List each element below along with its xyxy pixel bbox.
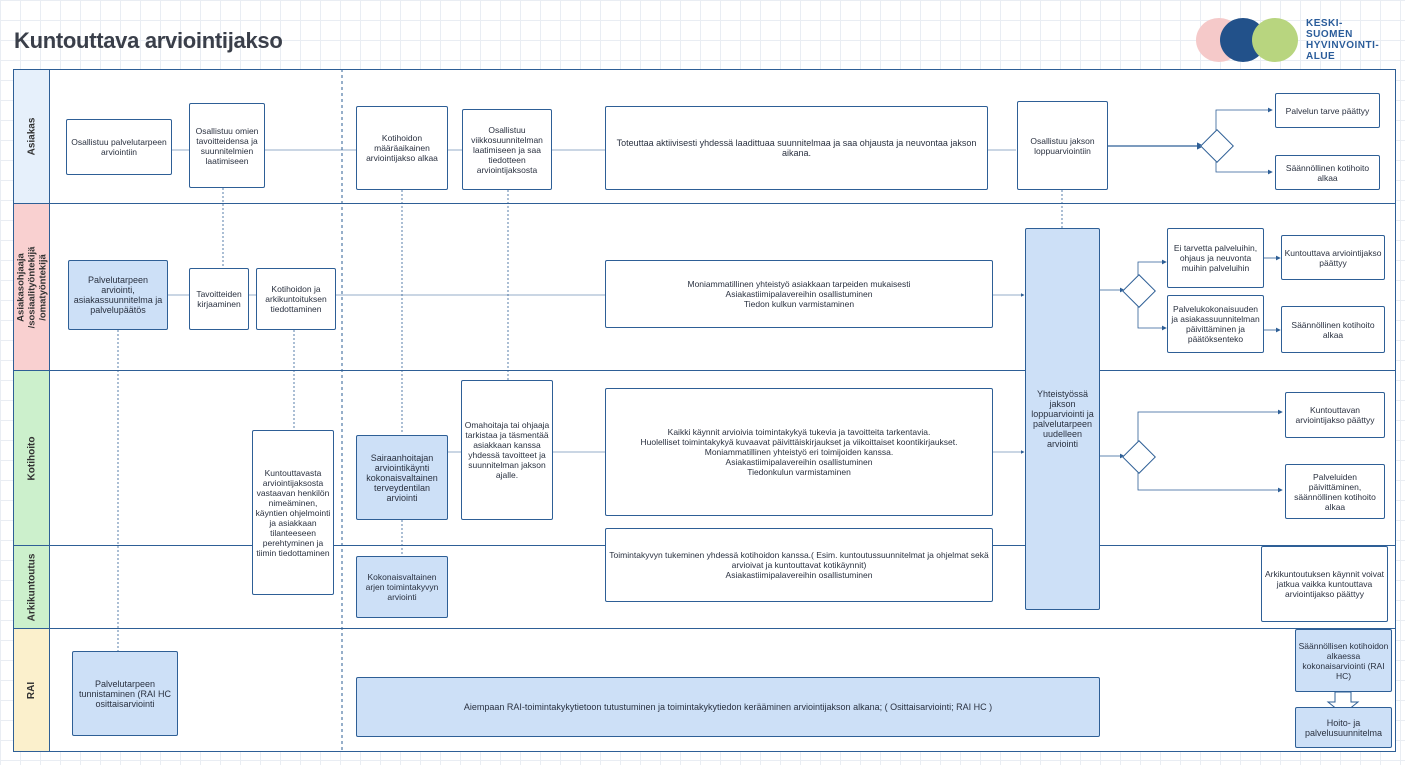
box-multiprofessional-cooperation: Moniammatillinen yhteistyö asiakkaan tar…	[605, 260, 993, 328]
box-implements-plan: Toteuttaa aktiivisesti yhdessä laadittua…	[605, 106, 988, 190]
box-rehab-visits-continue: Arkikuntoutuksen käynnit voivat jatkua v…	[1261, 546, 1388, 622]
page-title: Kuntouttava arviointijakso	[14, 28, 283, 53]
logo-text: KESKI- SUOMEN HYVINVOINTI- ALUE	[1306, 18, 1380, 62]
box-info-sharing: Kotihoidon ja arkikuntoituksen tiedottam…	[256, 268, 336, 330]
box-care-plan: Hoito- ja palvelusuunnitelma	[1295, 707, 1392, 748]
box-responsible-person: Kuntouttavasta arviointijaksosta vastaav…	[252, 430, 334, 595]
lane-header-ohjaaja: Asiakasohjaaja /sosiaalityöntekijä /omat…	[13, 203, 50, 371]
box-visits-evaluation: Kaikki käynnit arvioivia toimintakykyä t…	[605, 388, 993, 516]
box-service-package-update: Palvelukokonaisuuden ja asiakassuunnitel…	[1167, 295, 1264, 353]
box-rai-identification: Palvelutarpeen tunnistaminen (RAI HC osi…	[72, 651, 178, 736]
logo-circle-green	[1252, 18, 1298, 62]
box-service-needs-assessment: Palvelutarpeen arviointi, asiakassuunnit…	[68, 260, 168, 330]
box-nurse-assessment: Sairaanhoitajan arviointikäynti kokonais…	[356, 435, 448, 520]
box-joint-final-evaluation: Yhteistyössä jakson loppuarviointi ja pa…	[1025, 228, 1100, 610]
box-weekly-plan: Osallistuu viikkosuunnitelman laatimisee…	[462, 109, 552, 190]
box-no-service-need: Ei tarvetta palveluihin, ohjaus ja neuvo…	[1167, 228, 1264, 288]
box-service-need-ends: Palvelun tarve päättyy	[1275, 93, 1380, 128]
box-everyday-functioning-assessment: Kokonaisvaltainen arjen toimintakyvyn ar…	[356, 556, 448, 618]
box-final-evaluation-participation: Osallistuu jakson loppuarviointiin	[1017, 101, 1108, 190]
lane-header-rai: RAI	[13, 628, 50, 752]
box-participates-assessment: Osallistuu palvelutarpeen arviointiin	[66, 119, 172, 175]
box-regular-homecare-ohjaaja: Säännöllinen kotihoito alkaa	[1281, 306, 1385, 353]
box-rai-full-assessment: Säännöllisen kotihoidon alkaessa kokonai…	[1295, 629, 1392, 692]
organization-logo: KESKI- SUOMEN HYVINVOINTI- ALUE	[1196, 16, 1396, 64]
lane-header-kotihoito: Kotihoito	[13, 370, 50, 546]
box-rehab-period-ends-kotihoito: Kuntouttavan arviointijakso päättyy	[1285, 392, 1385, 438]
box-services-update: Palveluiden päivittäminen, säännöllinen …	[1285, 464, 1385, 519]
box-participates-goals: Osallistuu omien tavoitteidensa ja suunn…	[189, 103, 265, 188]
lane-header-arkikuntoutus: Arkikuntoutus	[13, 545, 50, 629]
box-functioning-support: Toimintakyvyn tukeminen yhdessä kotihoid…	[605, 528, 993, 602]
box-rehab-period-ends-ohjaaja: Kuntouttava arviointijakso päättyy	[1281, 235, 1385, 280]
box-period-starts: Kotihoidon määräaikainen arviointijakso …	[356, 106, 448, 190]
box-regular-homecare-asiakas: Säännöllinen kotihoito alkaa	[1275, 155, 1380, 190]
box-rai-previous-data: Aiempaan RAI-toimintakykytietoon tutustu…	[356, 677, 1100, 737]
box-goal-recording: Tavoitteiden kirjaaminen	[189, 268, 249, 330]
box-goal-refinement: Omahoitaja tai ohjaaja tarkistaa ja täsm…	[461, 380, 553, 520]
